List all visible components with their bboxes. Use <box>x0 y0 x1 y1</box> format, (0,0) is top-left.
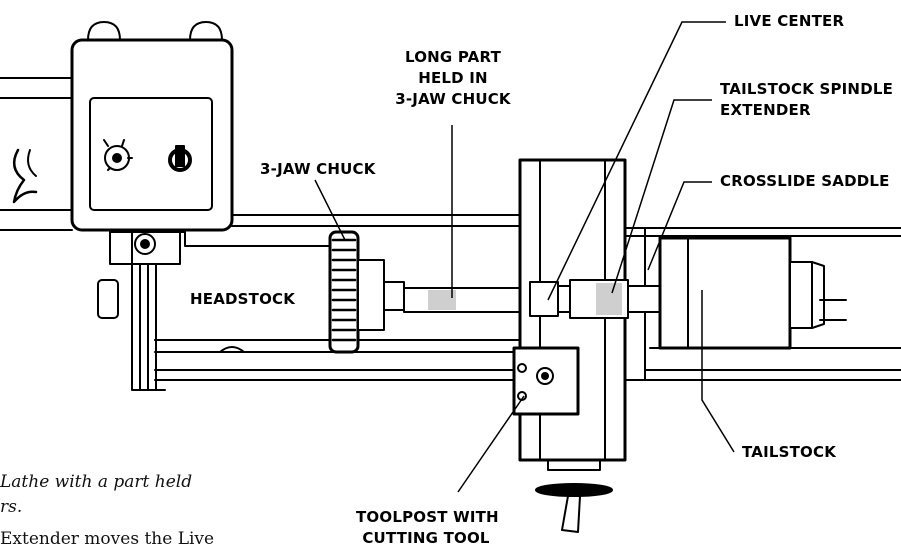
caption-line1: Lathe with a part held <box>0 472 193 492</box>
label-toolpost-line2: CUTTING TOOL <box>362 529 490 547</box>
label-tailstock-spindle-extender-line2: EXTENDER <box>720 101 811 119</box>
label-crosslide-saddle: CROSSLIDE SADDLE <box>720 172 890 190</box>
label-long-part-line1: LONG PART <box>405 48 501 66</box>
headstock <box>97 231 331 391</box>
toolpost <box>512 346 580 416</box>
leader-chuck <box>314 179 346 241</box>
leader-spindle-extender <box>611 99 712 294</box>
leader-tailstock <box>701 290 735 453</box>
extender-highlight <box>596 283 622 315</box>
caption-line2: rs. <box>0 497 23 517</box>
workpiece <box>403 287 533 313</box>
label-long-part-line3: 3-JAW CHUCK <box>395 90 511 108</box>
label-tailstock-spindle-extender-line1: TAILSTOCK SPINDLE <box>720 80 894 98</box>
label-three-jaw-chuck: 3-JAW CHUCK <box>260 160 376 178</box>
label-long-part-line2: HELD IN <box>418 69 488 87</box>
label-headstock: HEADSTOCK <box>190 290 296 308</box>
leader-live-center <box>547 21 726 301</box>
crosslide-saddle <box>518 158 646 533</box>
label-toolpost-line1: TOOLPOST WITH <box>356 508 499 526</box>
live-center <box>529 281 571 317</box>
label-live-center: LIVE CENTER <box>734 12 845 30</box>
chuck <box>328 230 405 354</box>
caption-line3: Extender moves the Live <box>0 529 215 549</box>
motor-tube <box>0 77 73 231</box>
leader-crosslide-saddle <box>647 181 712 271</box>
motor-control-box <box>70 21 234 232</box>
leader-toolpost <box>457 395 525 493</box>
label-tailstock: TAILSTOCK <box>742 443 837 461</box>
tailstock <box>658 236 847 350</box>
workpiece-highlight <box>428 290 456 310</box>
